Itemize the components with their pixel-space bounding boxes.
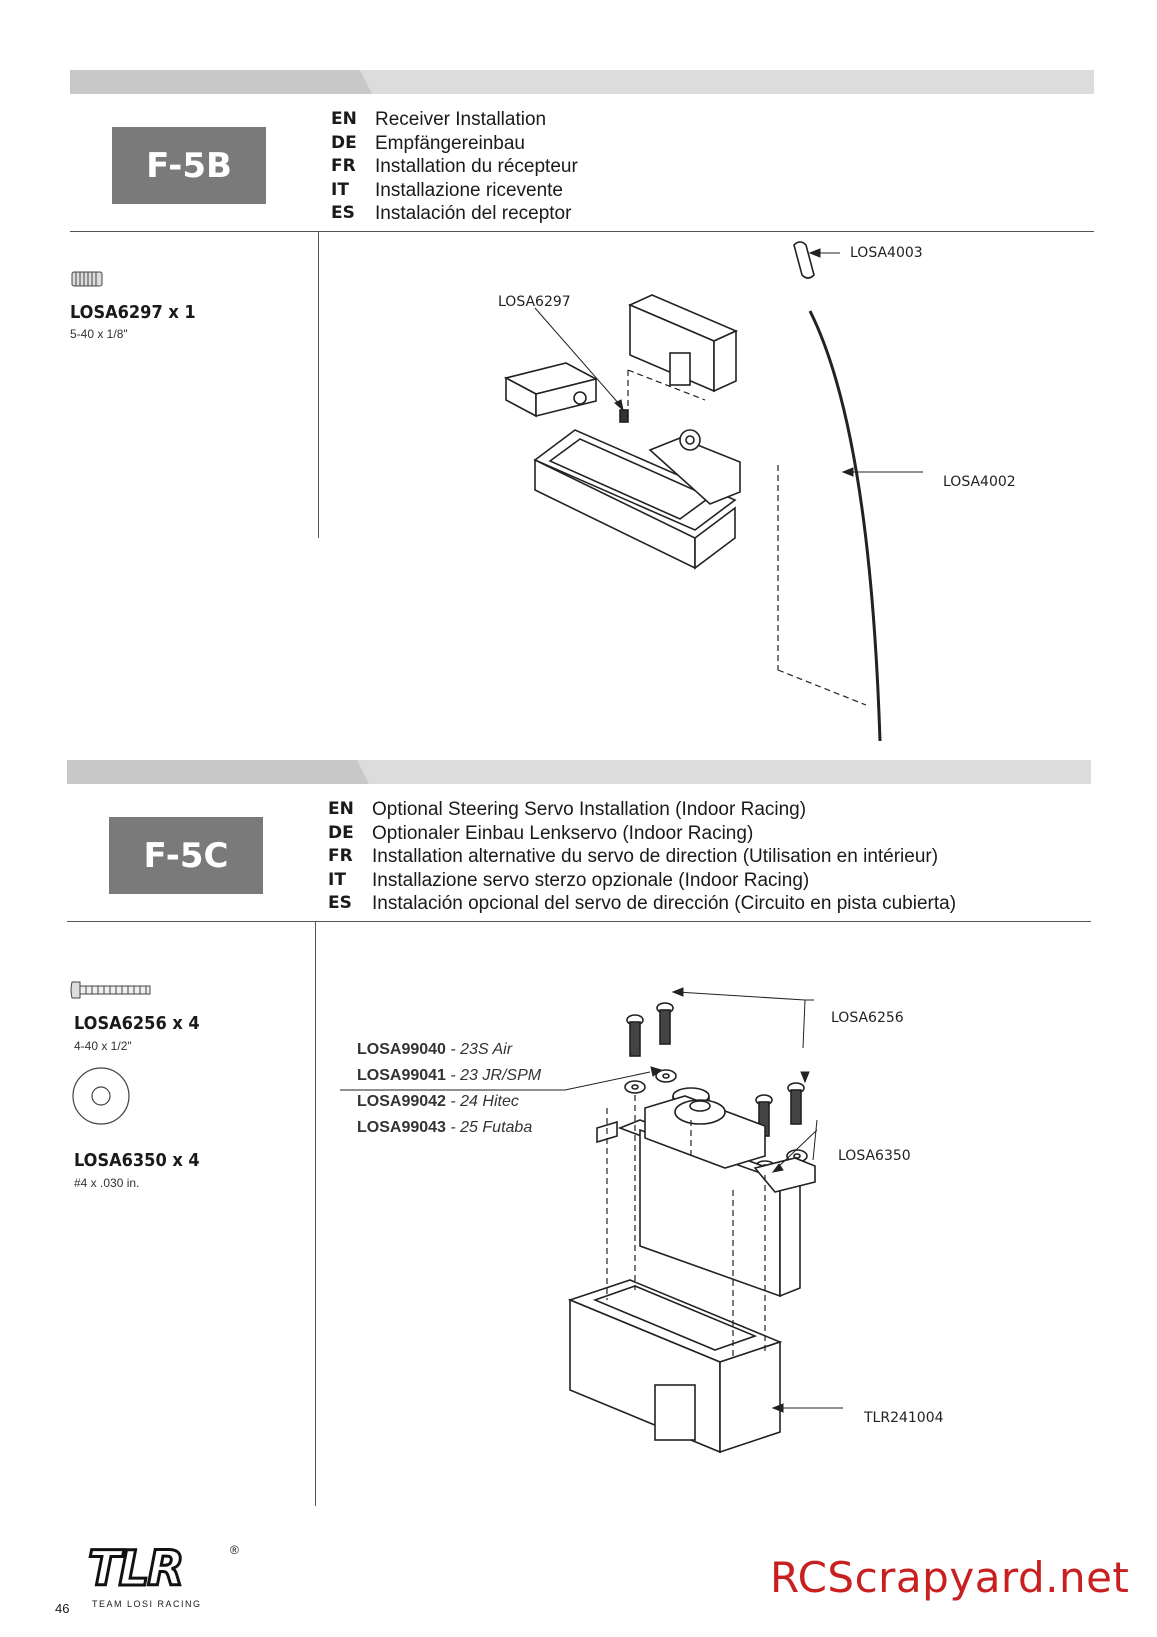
lang-code: DE (331, 132, 357, 153)
servo-saver-desc: - 25 Futaba (445, 1119, 533, 1136)
logo-registered-mark: ® (230, 1543, 239, 1557)
servo-installation-diagram (340, 987, 843, 1454)
lang-row: EN Receiver Installation (331, 108, 578, 132)
lang-row: FR Installation du récepteur (331, 155, 578, 179)
lang-code: ES (328, 893, 352, 913)
lang-code: FR (331, 156, 356, 176)
lang-text: Installation du récepteur (375, 156, 578, 177)
team-losi-racing-logo: TLR ® TEAM LOSI RACING (82, 1540, 242, 1613)
button-head-screw-icon (70, 981, 151, 999)
callout-label: LOSA6350 (838, 1148, 911, 1164)
section-divider (67, 921, 1091, 922)
servo-saver-desc: - 24 Hitec (445, 1093, 519, 1110)
callout-label: TLR241004 (864, 1410, 944, 1426)
lang-code: DE (328, 822, 354, 843)
servo-saver-desc: - 23 JR/SPM (445, 1067, 542, 1084)
step-title-list: EN Optional Steering Servo Installation (… (328, 798, 956, 916)
part-name: LOSA6256 x 4 (74, 1013, 200, 1034)
lang-text: Installazione ricevente (375, 179, 563, 201)
callout-label: LOSA6256 (831, 1010, 904, 1026)
lang-text: Optionaler Einbau Lenkservo (Indoor Raci… (372, 822, 754, 844)
step-label: F-5C (109, 817, 263, 894)
callout-label: LOSA4003 (850, 245, 923, 261)
servo-saver-item: LOSA99042 - 24 Hitec (357, 1089, 541, 1115)
section-header-bar (70, 70, 1094, 94)
lang-row: DE Empfängereinbau (331, 132, 578, 156)
parts-column-divider (315, 921, 316, 1506)
lang-code: ES (331, 203, 355, 223)
servo-saver-item: LOSA99043 - 25 Futaba (357, 1115, 541, 1141)
lang-code: EN (331, 109, 357, 129)
logo-subtext: TEAM LOSI RACING (92, 1599, 202, 1609)
logo-text: TLR (86, 1540, 185, 1599)
set-screw-icon (71, 271, 103, 287)
lang-code: IT (328, 869, 346, 890)
section-header-bar (67, 760, 1091, 784)
lang-row: IT Installazione servo sterzo opzionale (… (328, 869, 956, 893)
lang-row: FR Installation alternative du servo de d… (328, 845, 956, 869)
watermark-text: RCScrapyard.net (770, 1553, 1130, 1602)
callout-label: LOSA4002 (943, 474, 1016, 490)
step-label: F-5B (112, 127, 266, 204)
parts-column-divider (318, 231, 319, 538)
servo-saver-item: LOSA99041 - 23 JR/SPM (357, 1063, 541, 1089)
lang-code: IT (331, 179, 349, 200)
lang-row: ES Instalación opcional del servo de dire… (328, 892, 956, 916)
servo-saver-code: LOSA99041 (357, 1067, 446, 1084)
lang-row: DE Optionaler Einbau Lenkservo (Indoor Ra… (328, 822, 956, 846)
lang-text: Installation alternative du servo de dir… (372, 846, 939, 867)
servo-saver-list: LOSA99040 - 23S Air LOSA99041 - 23 JR/SP… (357, 1037, 541, 1141)
part-size: 5-40 x 1/8" (70, 327, 128, 341)
servo-saver-item: LOSA99040 - 23S Air (357, 1037, 541, 1063)
receiver-installation-diagram (503, 241, 923, 742)
part-name: LOSA6350 x 4 (74, 1150, 200, 1171)
lang-code: EN (328, 799, 354, 819)
header-bar-slant (290, 70, 372, 94)
lang-text: Instalación opcional del servo de direcc… (372, 893, 957, 914)
servo-saver-desc: - 23S Air (445, 1041, 513, 1058)
lang-row: EN Optional Steering Servo Installation (… (328, 798, 956, 822)
lang-text: Receiver Installation (375, 109, 547, 130)
part-name: LOSA6297 x 1 (70, 302, 196, 323)
lang-text: Empfängereinbau (375, 132, 525, 154)
washer-icon (72, 1067, 130, 1125)
servo-saver-code: LOSA99042 (357, 1093, 446, 1110)
lang-row: ES Instalación del receptor (331, 202, 578, 226)
servo-saver-code: LOSA99040 (357, 1041, 446, 1058)
lang-text: Instalación del receptor (375, 203, 572, 224)
lang-text: Optional Steering Servo Installation (In… (372, 799, 807, 820)
section-divider (70, 231, 1094, 232)
step-title-list: EN Receiver Installation DE Empfängereinba… (331, 108, 578, 226)
callout-label: LOSA6297 (498, 294, 571, 310)
servo-saver-code: LOSA99043 (357, 1119, 446, 1136)
page-number: 46 (55, 1601, 70, 1616)
lang-text: Installazione servo sterzo opzionale (In… (372, 869, 810, 891)
lang-code: FR (328, 846, 353, 866)
part-size: #4 x .030 in. (74, 1176, 140, 1190)
lang-row: IT Installazione ricevente (331, 179, 578, 203)
header-bar-slant (287, 760, 369, 784)
part-size: 4-40 x 1/2" (74, 1039, 132, 1053)
